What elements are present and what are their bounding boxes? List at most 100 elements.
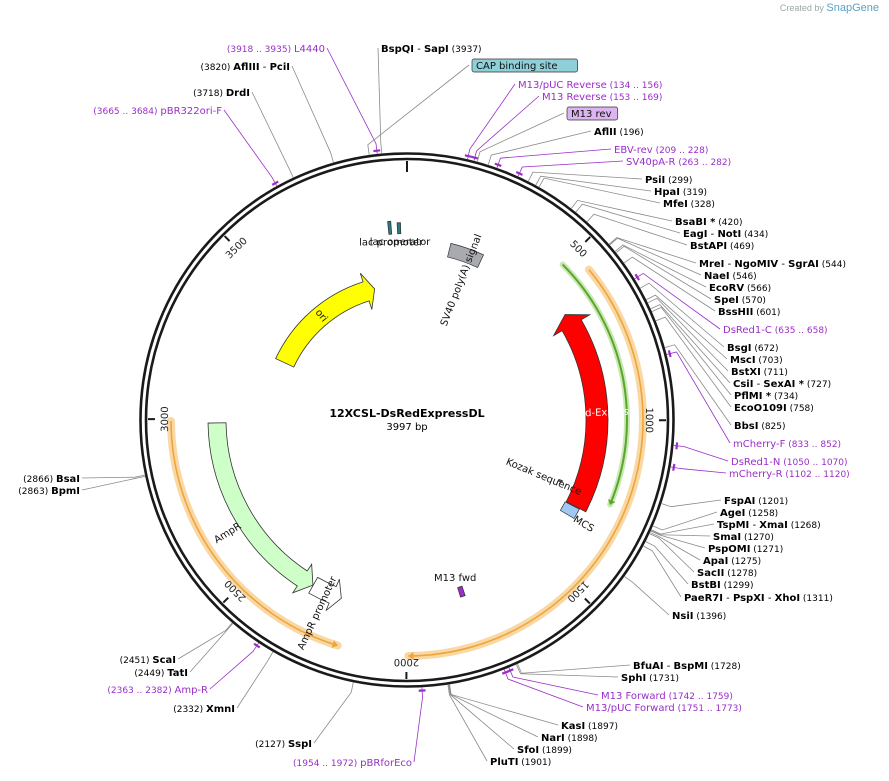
annotation-spei[interactable]: SpeI (570) [714,295,766,306]
leader-pbrforeco [413,687,423,763]
m13-puc-reverse-text: M13/pUC Reverse (134 .. 156) [518,80,662,91]
annotation-cap-binding-site[interactable]: CAP binding site [471,58,578,73]
annotation-psii[interactable]: PsiI (299) [645,175,692,186]
annotation-apai[interactable]: ApaI (1275) [703,556,761,567]
leader-bsai [81,474,145,479]
annotation-agei[interactable]: AgeI (1258) [720,508,778,519]
annotation-bstbi[interactable]: BstBI (1299) [691,580,754,591]
feature-ampr[interactable] [207,422,314,594]
annotation-bsai[interactable]: (2866) BsaI [23,474,80,485]
cap-binding-site-text: CAP binding site [476,61,558,72]
feature-dsred-express[interactable] [552,314,609,513]
annotation-m13-rev[interactable]: M13 rev [566,106,619,121]
annotation-dsred1-n[interactable]: DsRed1-N (1050 .. 1070) [731,457,848,468]
annotation-mcherry-r[interactable]: mCherry-R (1102 .. 1120) [729,469,850,480]
leader-sv40pa-r [517,160,624,177]
annotation-bsshii[interactable]: BssHII (601) [718,307,780,318]
bstapi-text: BstAPI (469) [690,241,754,252]
annotation-sfoi[interactable]: SfoI (1899) [517,745,572,756]
annotation-pbr322ori-f[interactable]: (3665 .. 3684) pBR322ori-F [93,106,222,117]
annotation-sspi[interactable]: (2127) SspI [255,739,312,750]
feature-lac-promoter[interactable] [387,220,393,235]
annotation-ecorv[interactable]: EcoRV (566) [709,283,771,294]
annotation-scai[interactable]: (2451) ScaI [120,655,176,666]
ecorv-text: EcoRV (566) [709,283,771,294]
annotation-m13-forward[interactable]: M13 Forward (1742 .. 1759) [601,691,733,702]
annotation-ecoo109i[interactable]: EcoO109I (758) [734,403,814,414]
annotation-mcherry-f[interactable]: mCherry-F (833 .. 852) [733,439,841,450]
ecoo109i-text: EcoO109I (758) [734,403,814,414]
feature-lac-operator[interactable] [396,222,402,235]
pspomi-text: PspOMI (1271) [708,544,783,555]
leader-fspai [661,499,722,508]
annotation-sphi[interactable]: SphI (1731) [621,673,679,684]
feature-ori[interactable] [275,272,376,368]
tick-1500 [584,597,591,605]
annotation-fspai[interactable]: FspAI (1201) [724,496,788,507]
annotation-xmni[interactable]: (2332) XmnI [173,704,235,715]
orange-bar-arrowhead-0 [331,640,338,648]
annotation-csii[interactable]: CsiI - SexAI * (727) [733,379,831,390]
feature-ampr-promoter[interactable] [308,576,342,611]
pflmi--text: PflMI * (734) [734,391,798,402]
annotation-l4440[interactable]: (3918 .. 3935) L4440 [227,44,325,55]
leader-pspomi [650,530,706,549]
leader-csii [650,304,731,384]
dsred1-n-text: DsRed1-N (1050 .. 1070) [731,457,848,468]
sv40pa-r-text: SV40pA-R (263 .. 282) [626,157,731,168]
annotation-amp-r[interactable]: (2363 .. 2382) Amp-R [107,685,208,696]
annotation-m13-puc-forward[interactable]: M13/pUC Forward (1751 .. 1773) [586,703,742,714]
annotation-sacii[interactable]: SacII (1278) [697,568,757,579]
feature-mcs[interactable] [559,501,580,519]
annotation-kasi[interactable]: KasI (1897) [561,721,618,732]
smai-text: SmaI (1270) [713,532,774,543]
annotation-bfuai[interactable]: BfuAI - BspMI (1728) [633,661,741,672]
annotation-bbsi[interactable]: BbsI (825) [734,421,786,432]
fspai-text: FspAI (1201) [724,496,788,507]
feature-sv40-poly-a-signal[interactable] [447,242,484,269]
annotation-bpmi[interactable]: (2863) BpmI [18,486,80,497]
annotation-msci[interactable]: MscI (703) [730,355,783,366]
sacii-text: SacII (1278) [697,568,757,579]
annotation-mfei[interactable]: MfeI (328) [663,199,715,210]
annotation-smai[interactable]: SmaI (1270) [713,532,774,543]
annotation-bstxi[interactable]: BstXI (711) [731,367,788,378]
sfoi-text: SfoI (1899) [517,745,572,756]
annotation-afliii[interactable]: (3820) AflIII - PciI [201,62,291,73]
annotation-sv40pa-r[interactable]: SV40pA-R (263 .. 282) [626,157,731,168]
annotation-bsgi[interactable]: BsgI (672) [727,343,779,354]
bsgi-text: BsgI (672) [727,343,779,354]
agei-text: AgeI (1258) [720,508,778,519]
annotation-tspmi[interactable]: TspMI - XmaI (1268) [717,520,821,531]
annotation-m13-puc-reverse[interactable]: M13/pUC Reverse (134 .. 156) [518,80,662,91]
annotation-pbrforeco[interactable]: (1954 .. 1972) pBRforEco [293,758,412,769]
annotation-pspomi[interactable]: PspOMI (1271) [708,544,783,555]
leader-bstbi [645,541,689,585]
leader-m13-rev [476,112,565,162]
annotation-naei[interactable]: NaeI (546) [704,271,757,282]
annotation-nari[interactable]: NarI (1898) [541,733,598,744]
annotation-mrei[interactable]: MreI - NgoMIV - SgrAI (544) [699,259,846,270]
annotation-drdi[interactable]: (3718) DrdI [193,88,250,99]
annotation-eagi[interactable]: EagI - NotI (434) [683,229,768,240]
leader-eagi [575,203,681,234]
annotation-m13-reverse[interactable]: M13 Reverse (153 .. 169) [542,92,662,103]
annotation-aflii[interactable]: AflII (196) [594,127,644,138]
feature-m13-fwd[interactable] [457,585,466,598]
annotation-pflmi-[interactable]: PflMI * (734) [734,391,798,402]
annotation-dsred1-c[interactable]: DsRed1-C (635 .. 658) [723,325,828,336]
annotation-ebv-rev[interactable]: EBV-rev (209 .. 228) [614,145,708,156]
annotation-paer7i[interactable]: PaeR7I - PspXI - XhoI (1311) [684,593,833,604]
leader-bstxi [647,297,729,372]
primer-site-m13-puc-forward [501,670,510,675]
annotation-tati[interactable]: (2449) TatI [134,668,188,679]
plasmid-name: 12XCSL-DsRedExpressDL [329,407,484,420]
leader-apai [650,532,701,561]
annotation-bsabi-[interactable]: BsaBI * (420) [675,217,742,228]
annotation-hpai[interactable]: HpaI (319) [654,187,707,198]
feature-kozak-sequence[interactable] [557,478,564,483]
annotation-bspqi[interactable]: BspQI - SapI (3937) [381,44,482,55]
annotation-nsii[interactable]: NsiI (1396) [672,611,726,622]
annotation-bstapi[interactable]: BstAPI (469) [690,241,754,252]
annotation-pluti[interactable]: PluTI (1901) [490,757,551,768]
